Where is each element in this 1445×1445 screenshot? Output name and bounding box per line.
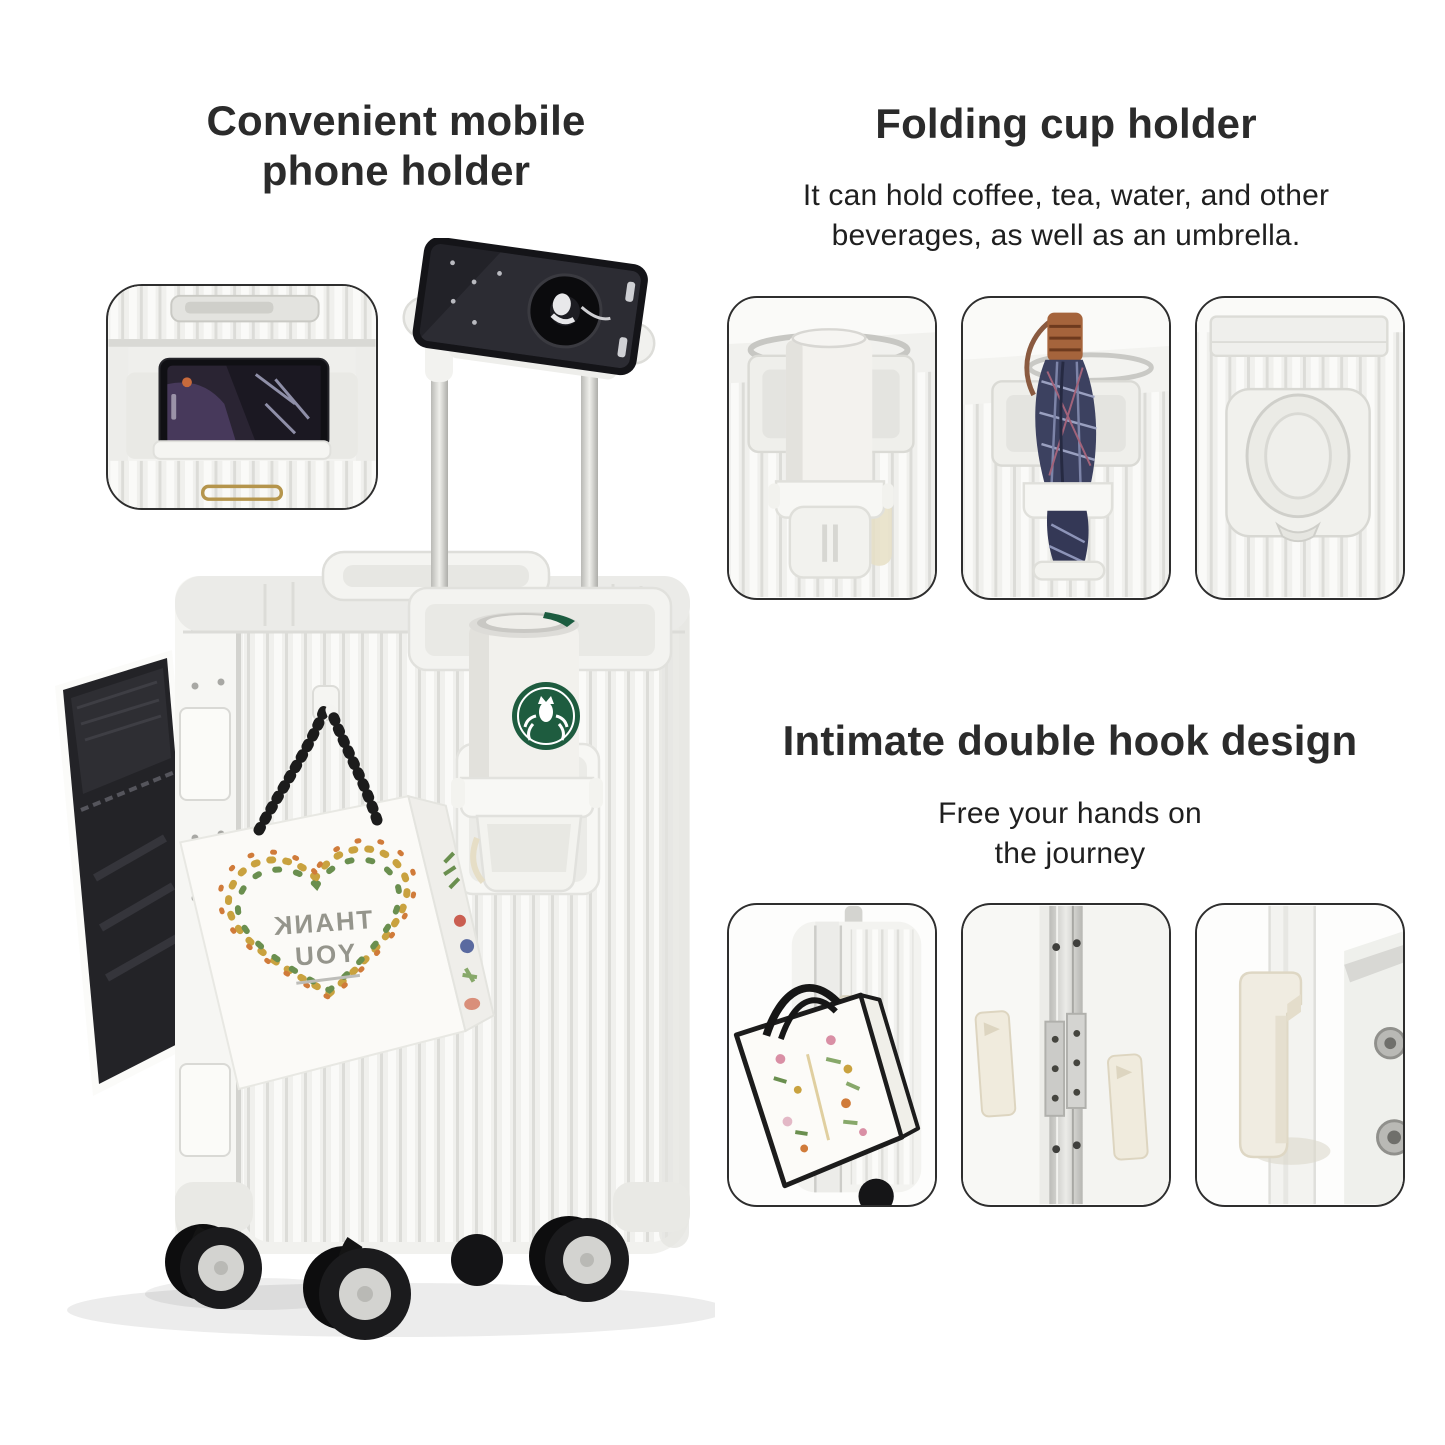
cup-holder-inset-row xyxy=(727,296,1405,600)
bag-handle xyxy=(778,997,838,1040)
title-line: Convenient mobile xyxy=(206,97,586,144)
inset-cup-holder-folded-flat xyxy=(1195,296,1405,600)
feature-title-phone-holder: Convenient mobile phone holder xyxy=(90,96,702,195)
bag-ribbons xyxy=(253,702,383,836)
inset-folded-umbrella-in-cup-holder xyxy=(961,296,1171,600)
umbrella-strap xyxy=(1024,318,1053,397)
top-lip xyxy=(1209,315,1389,358)
desc-line: the journey xyxy=(994,836,1146,870)
double-hook-inset-row xyxy=(727,903,1405,1207)
holder-ring xyxy=(1022,482,1114,519)
desc-line: Free your hands on xyxy=(938,797,1202,830)
phone-on-mount xyxy=(412,238,648,380)
wheel xyxy=(529,1216,629,1302)
starbucks-siren-logo xyxy=(512,682,580,750)
inset-two-hooks-beside-frame xyxy=(961,903,1171,1207)
wheel xyxy=(858,1178,894,1205)
spinner-wheels xyxy=(165,1216,629,1340)
title-line: phone holder xyxy=(261,146,531,194)
inset-phone-in-top-holder-photo xyxy=(108,286,376,508)
white-bottle xyxy=(785,328,873,507)
frame-rivets xyxy=(1052,939,1081,1154)
floral-tote-bag xyxy=(733,984,921,1189)
feature-title-double-hook: Intimate double hook design xyxy=(782,717,1358,764)
wheel xyxy=(165,1224,262,1309)
gift-bag-text-mirrored: THANK YOU xyxy=(271,904,374,972)
holder-ring xyxy=(459,776,595,819)
wheel xyxy=(303,1237,411,1340)
open-front-pocket xyxy=(55,650,207,1096)
desc-line: It can hold coffee, tea, water, and othe… xyxy=(802,179,1330,212)
heart-wreath xyxy=(217,837,418,1002)
gift-bag: THANK YOU xyxy=(179,794,495,1091)
cup-holder-with-tumbler xyxy=(451,612,603,896)
feature-desc-double-hook: Free your hands on the journey xyxy=(845,794,1295,873)
gusset-florals xyxy=(443,851,481,1010)
hinge-plates xyxy=(1044,1012,1087,1117)
main-suitcase-photo: THANK YOU xyxy=(25,238,715,1358)
hinge-plate xyxy=(179,707,231,801)
floral-print xyxy=(773,1035,867,1153)
hinge-plate xyxy=(179,1063,231,1157)
release-tab xyxy=(1275,521,1321,543)
feature-desc-cup-holder: It can hold coffee, tea, water, and othe… xyxy=(728,176,1404,255)
svg-text:YOU: YOU xyxy=(292,937,356,971)
frame-edge xyxy=(1344,931,1403,1205)
bag-handle xyxy=(762,984,842,1037)
feature-title-cup-holder: Folding cup holder xyxy=(875,100,1257,147)
gold-zipper xyxy=(200,484,284,501)
hook-large xyxy=(1238,971,1331,1165)
svg-text:THANK: THANK xyxy=(271,904,374,941)
holder-lip xyxy=(152,440,332,460)
inset-hook-close-up xyxy=(1195,903,1405,1207)
inset-tumbler-in-cup-holder xyxy=(727,296,937,600)
folded-umbrella xyxy=(1024,312,1097,494)
corner-guard xyxy=(613,1182,690,1232)
inset-tote-bag-hanging-on-hook xyxy=(727,903,937,1207)
hook xyxy=(1107,1053,1149,1161)
starbucks-tumbler xyxy=(469,612,580,798)
inset-phone-in-top-holder xyxy=(106,284,378,510)
pocket-zipper xyxy=(80,770,176,812)
hook xyxy=(974,1010,1017,1118)
holder-cradle xyxy=(788,505,872,579)
desc-line: beverages, as well as an umbrella. xyxy=(831,218,1301,252)
phone-screen-landscape xyxy=(158,357,330,451)
corner-guard xyxy=(175,1182,253,1232)
